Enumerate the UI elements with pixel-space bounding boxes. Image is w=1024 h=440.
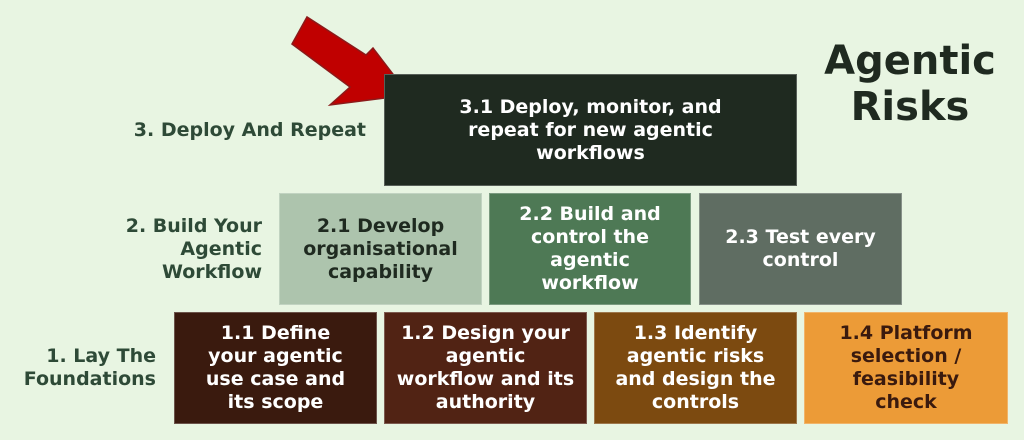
step-1-1-box: 1.1 Define your agentic use case and its… [174, 312, 377, 424]
step-2-2-box: 2.2 Build and control the agentic workfl… [489, 193, 691, 305]
arrow-shape [291, 15, 411, 107]
diagram-title: Agentic Risks [824, 38, 996, 130]
level-1-label: 1. Lay The Foundations [23, 345, 156, 390]
step-1-2-box: 1.2 Design your agentic workflow and its… [384, 312, 587, 424]
step-2-3-box: 2.3 Test every control [699, 193, 902, 305]
step-1-3-box: 1.3 Identify agentic risks and design th… [594, 312, 797, 424]
step-2-1-box: 2.1 Develop organisational capability [279, 193, 482, 305]
step-3-1-box: 3.1 Deploy, monitor, and repeat for new … [384, 74, 797, 186]
level-3-label: 3. Deploy And Repeat [133, 118, 366, 141]
level-2-label: 2. Build Your Agentic Workflow [125, 214, 262, 283]
step-1-4-box: 1.4 Platform selection / feasibility che… [804, 312, 1008, 424]
